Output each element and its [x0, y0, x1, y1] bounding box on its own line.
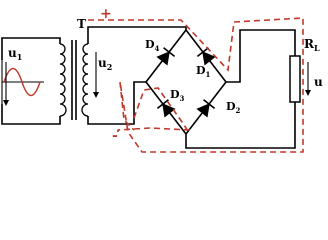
u1-arrowhead-icon — [3, 100, 9, 106]
secondary-bottom-wire — [87, 81, 146, 125]
output-top-wire — [226, 29, 296, 83]
uo-arrowhead-icon — [305, 90, 311, 96]
output-bottom-wire — [185, 102, 296, 149]
d2-label: D2 — [226, 100, 241, 115]
primary-top-wire — [1, 37, 61, 60]
current-path-top — [88, 17, 304, 153]
diode-d2-bar — [203, 99, 216, 109]
u1-label: u1 — [8, 46, 22, 62]
sine-wave-icon — [3, 67, 41, 97]
diode-d1-bar — [196, 47, 209, 57]
diode-d4 — [156, 47, 176, 66]
u2-arrowhead-icon — [93, 92, 99, 98]
diode-d1 — [196, 47, 216, 66]
diode-d4-triangle — [156, 51, 170, 66]
primary-bottom-wire — [1, 104, 61, 125]
minus-marker: - — [112, 128, 118, 144]
diode-d2 — [196, 99, 216, 118]
diode-d1-triangle — [202, 51, 216, 66]
d3-label: D3 — [170, 88, 185, 103]
plus-marker: + — [100, 6, 112, 22]
u2-label: u2 — [98, 56, 112, 72]
diode-d4-bar — [163, 47, 176, 57]
diode-d3-bar — [156, 99, 169, 109]
transformer-label: T — [77, 17, 86, 31]
diode-d3 — [156, 99, 176, 118]
uo-label: u — [314, 75, 323, 89]
current-path-bottom-return — [117, 127, 191, 132]
bridge-rectifier-diagram: u1 T u2 — [1, 6, 323, 153]
rl-label: RL — [304, 37, 320, 53]
primary-coil — [59, 43, 67, 117]
d1-label: D1 — [196, 64, 211, 79]
diode-d2-triangle — [196, 103, 210, 118]
transformer — [59, 40, 89, 120]
d4-label: D4 — [145, 38, 160, 53]
current-path-return — [119, 81, 135, 131]
bridge — [145, 29, 227, 135]
secondary-coil — [81, 43, 89, 117]
current-path-inner — [133, 87, 191, 135]
load-resistor — [289, 55, 301, 103]
diode-d3-triangle — [162, 103, 176, 118]
ac-source — [1, 60, 44, 104]
secondary-top-wire — [87, 26, 187, 44]
